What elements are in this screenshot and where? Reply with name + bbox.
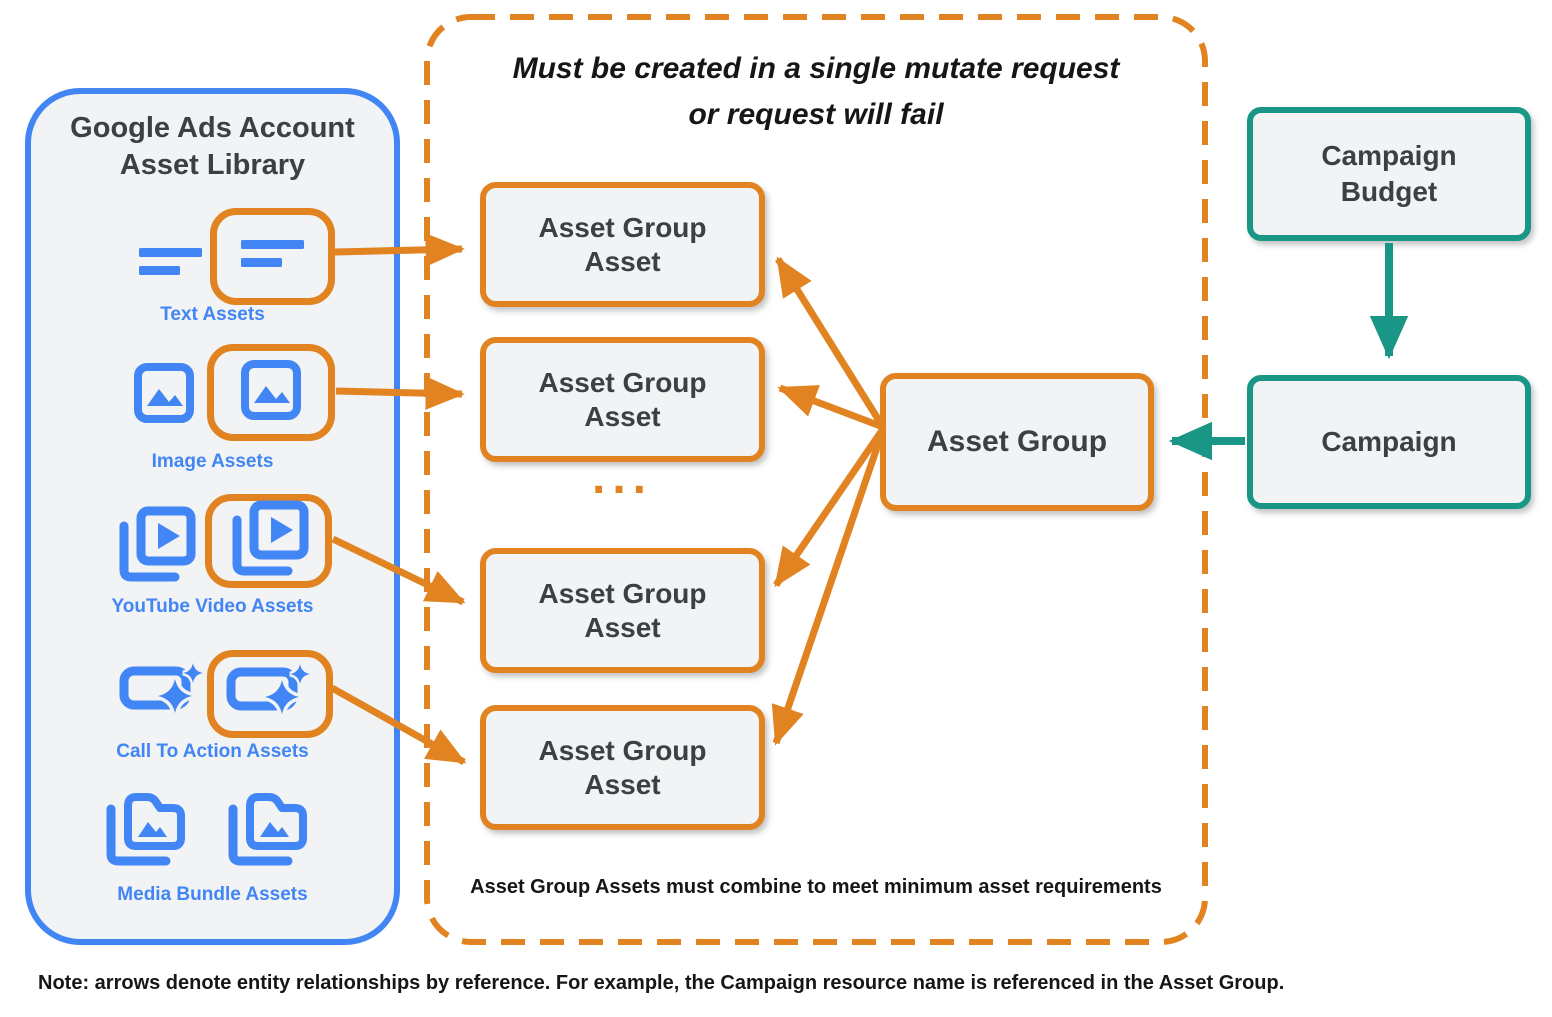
asset-group-asset-box-1: Asset Group Asset [480, 182, 765, 307]
call-to-action-asset-highlight-box [207, 650, 333, 738]
asset-group-asset-label: Asset Group Asset [538, 577, 707, 643]
campaign-label: Campaign [1321, 426, 1457, 457]
youtube-video-asset-icon [114, 503, 198, 587]
call-to-action-assets-label: Call To Action Assets [116, 741, 309, 762]
youtube-video-asset-icon [227, 497, 311, 586]
mutate-request-footnote: Asset Group Assets must combine to meet … [470, 876, 1162, 898]
youtube-video-assets-label: YouTube Video Assets [111, 596, 314, 617]
text-asset-icon [240, 238, 306, 275]
mutate-request-title: Must be created in a single mutate reque… [444, 46, 1188, 138]
asset-library-title: Google Ads Account Asset Library [70, 112, 355, 181]
text-assets-label: Text Assets [160, 304, 265, 325]
media-bundle-asset-icon [101, 782, 191, 870]
text-asset-icon [138, 246, 204, 278]
campaign-budget-box: Campaign Budget [1247, 107, 1531, 241]
asset-group-asset-box-4: Asset Group Asset [480, 705, 765, 830]
asset-group-asset-label: Asset Group Asset [538, 734, 707, 800]
mutate-request-dashed-border [424, 14, 1208, 945]
footer-note: Note: arrows denote entity relationships… [38, 972, 1285, 994]
image-assets-label: Image Assets [151, 451, 274, 472]
image-asset-highlight-box [207, 344, 335, 441]
mutate-request-title-line1: Must be created in a single mutate reque… [512, 52, 1120, 85]
asset-group-asset-label: Asset Group Asset [538, 366, 707, 432]
campaign-box: Campaign [1247, 375, 1531, 509]
asset-group-asset-label: Asset Group Asset [538, 211, 707, 277]
media-bundle-asset-icon [223, 782, 313, 870]
asset-group-asset-box-2: Asset Group Asset [480, 337, 765, 462]
call-to-action-asset-icon [119, 662, 207, 720]
media-bundle-assets-label: Media Bundle Assets [117, 884, 308, 905]
text-asset-highlight-box [210, 208, 335, 305]
image-asset-icon [133, 362, 195, 424]
asset-group-asset-box-3: Asset Group Asset [480, 548, 765, 673]
youtube-video-asset-highlight-box [205, 494, 332, 588]
asset-group-box: Asset Group [880, 373, 1154, 511]
more-assets-ellipsis: ... [591, 451, 653, 504]
mutate-request-title-line2: or request will fail [688, 98, 944, 131]
call-to-action-asset-icon [226, 662, 314, 726]
asset-group-label: Asset Group [926, 425, 1108, 458]
campaign-budget-label: Campaign Budget [1321, 140, 1457, 207]
image-asset-icon [240, 359, 302, 426]
